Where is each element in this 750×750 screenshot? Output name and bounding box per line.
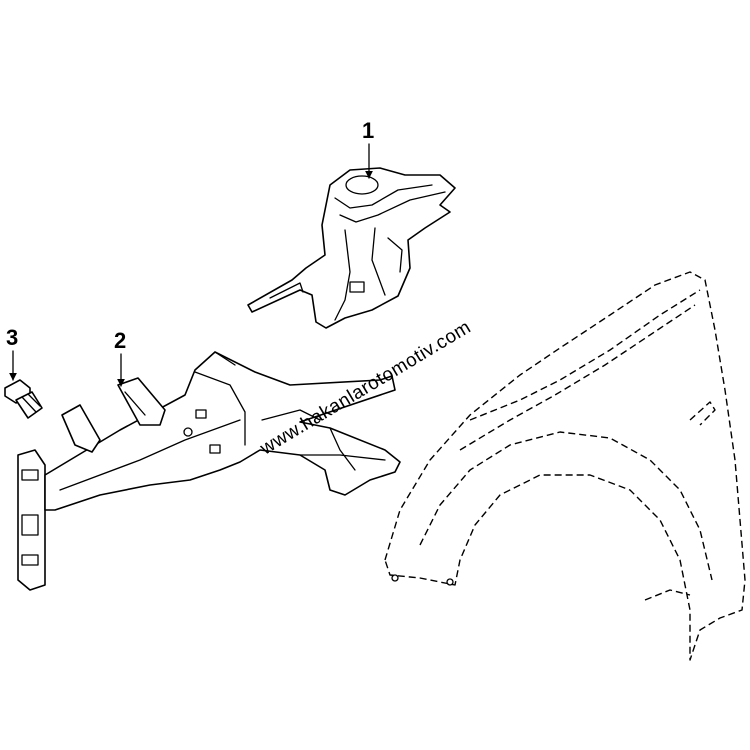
callout-2: 2 — [114, 328, 126, 387]
part-3-bolt — [4, 379, 43, 419]
callout-number: 2 — [114, 328, 126, 353]
callout-number: 1 — [362, 118, 374, 143]
callout-3: 3 — [6, 325, 18, 381]
callout-1: 1 — [362, 118, 374, 179]
callout-number: 3 — [6, 325, 18, 350]
part-2-side-rail — [17, 351, 401, 591]
fender-outline — [384, 271, 746, 661]
part-1-apron-bracket — [247, 167, 456, 329]
